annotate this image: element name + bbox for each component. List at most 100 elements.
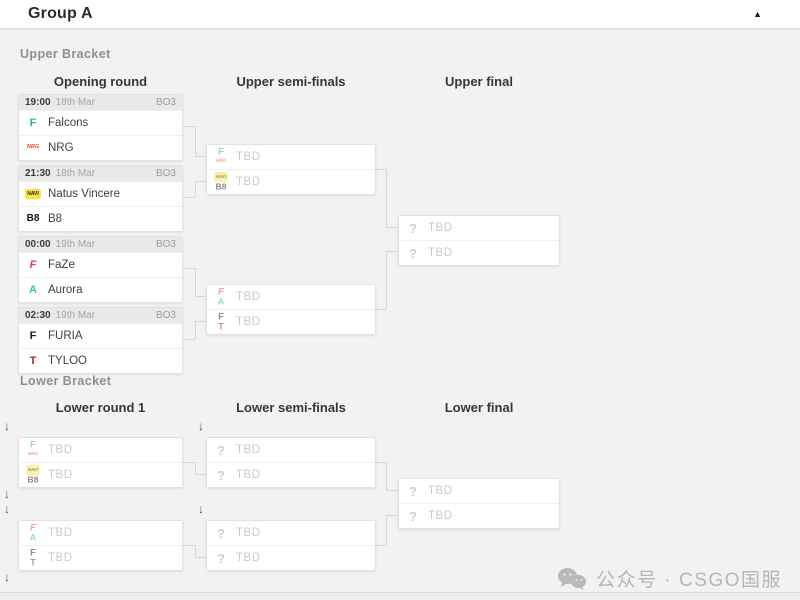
match-date: 18th Mar: [55, 168, 96, 179]
drop-down-arrow-icon: ↓: [4, 419, 10, 433]
team-row-tbd[interactable]: ? TBD: [399, 216, 559, 240]
match-card-lower-r1-1[interactable]: F NRG TBD NAVI B8 TBD: [18, 437, 183, 488]
watermark: 公众号 · CSGO国服: [557, 565, 782, 592]
team-row-tbd[interactable]: F NRG TBD: [207, 145, 375, 169]
drop-down-arrow-icon: ↓: [4, 570, 10, 584]
bracket-connector: [376, 462, 386, 463]
team-name: FaZe: [48, 259, 75, 271]
match-format: BO3: [155, 310, 176, 321]
match-format: BO3: [155, 168, 176, 179]
falcons-logo-icon: F: [29, 116, 37, 129]
tbd-label: TBD: [236, 527, 261, 539]
team-row-tbd[interactable]: F NRG TBD: [19, 438, 182, 462]
match-date: 19th Mar: [55, 239, 96, 250]
faze-logo-icon: F: [29, 258, 37, 271]
bracket-connector: [183, 545, 195, 546]
navi-logo-icon: NAVI: [26, 464, 40, 476]
team-name: TYLOO: [48, 355, 87, 367]
team-row[interactable]: NRG NRG: [19, 135, 182, 160]
match-card-lower-semi-1[interactable]: ? TBD ? TBD: [206, 437, 376, 488]
match-card-lower-r1-2[interactable]: F A TBD F T TBD: [18, 520, 183, 571]
team-row[interactable]: F Falcons: [19, 110, 182, 135]
bracket-connector: [183, 462, 195, 463]
possible-teams-icons: F A: [213, 287, 229, 307]
match-date: 18th Mar: [55, 97, 96, 108]
team-row-tbd[interactable]: ? TBD: [207, 545, 375, 570]
match-card-lower-semi-2[interactable]: ? TBD ? TBD: [206, 520, 376, 571]
match-date: 19th Mar: [55, 310, 96, 321]
faze-logo-icon: F: [218, 286, 224, 297]
team-row-tbd[interactable]: NAVI B8 TBD: [19, 462, 182, 487]
bracket-connector: [183, 339, 195, 340]
team-row-tbd[interactable]: ? TBD: [207, 438, 375, 462]
tbd-label: TBD: [236, 316, 261, 328]
possible-teams-icons: F A: [25, 523, 41, 543]
bracket-connector: [376, 169, 386, 170]
match-time: 00:00: [25, 239, 51, 250]
bracket-connector: [195, 474, 206, 475]
furia-logo-icon: F: [29, 329, 37, 342]
match-card-upper-semi-2[interactable]: F A TBD F T TBD: [206, 284, 376, 335]
bottom-strip: [0, 592, 800, 600]
match-header: 02:30 19th Mar BO3: [19, 308, 182, 323]
team-row-tbd[interactable]: ? TBD: [207, 462, 375, 487]
tbd-label: TBD: [428, 247, 453, 259]
match-header: 21:30 18th Mar BO3: [19, 166, 182, 181]
match-card-upper-opening-4[interactable]: 02:30 19th Mar BO3 F FURIA T TYLOO: [18, 307, 183, 374]
question-mark-icon: ?: [217, 442, 225, 458]
lower-bracket-label: Lower Bracket: [20, 374, 112, 388]
collapse-caret-icon[interactable]: ▲: [753, 9, 762, 19]
column-header-opening-round: Opening round: [53, 74, 148, 89]
team-row-tbd[interactable]: ? TBD: [207, 521, 375, 545]
team-row-tbd[interactable]: ? TBD: [399, 503, 559, 528]
team-row-tbd[interactable]: F A TBD: [207, 285, 375, 309]
question-mark-icon: ?: [217, 550, 225, 566]
bracket-connector: [195, 462, 196, 474]
match-card-upper-opening-2[interactable]: 21:30 18th Mar BO3 NAVI Natus Vincere B8…: [18, 165, 183, 232]
match-format: BO3: [155, 97, 176, 108]
team-row-tbd[interactable]: ? TBD: [399, 479, 559, 503]
team-row[interactable]: A Aurora: [19, 277, 182, 302]
navi-logo-icon: NAVI: [214, 171, 228, 183]
bracket-connector: [386, 515, 387, 545]
group-header[interactable]: Group A ▲: [0, 0, 800, 30]
team-row-tbd[interactable]: ? TBD: [399, 240, 559, 265]
nrg-logo-icon: NRG: [26, 144, 40, 151]
bracket-connector: [195, 321, 206, 322]
match-card-upper-opening-3[interactable]: 00:00 19th Mar BO3 F FaZe A Aurora: [18, 236, 183, 303]
question-mark-icon: ?: [409, 245, 417, 261]
team-row-tbd[interactable]: F A TBD: [19, 521, 182, 545]
bracket-connector: [195, 545, 196, 557]
furia-logo-icon: F: [218, 311, 224, 322]
match-card-upper-semi-1[interactable]: F NRG TBD NAVI B8 TBD: [206, 144, 376, 195]
bracket-connector: [386, 251, 398, 252]
match-time: 21:30: [25, 168, 51, 179]
team-row[interactable]: F FURIA: [19, 323, 182, 348]
faze-logo-icon: F: [30, 522, 36, 533]
bracket-connector: [386, 490, 398, 491]
match-card-upper-final[interactable]: ? TBD ? TBD: [398, 215, 560, 266]
team-row[interactable]: T TYLOO: [19, 348, 182, 373]
team-row[interactable]: F FaZe: [19, 252, 182, 277]
team-row[interactable]: B8 B8: [19, 206, 182, 231]
match-card-lower-final[interactable]: ? TBD ? TBD: [398, 478, 560, 529]
bracket-connector: [195, 126, 196, 156]
team-row[interactable]: NAVI Natus Vincere: [19, 181, 182, 206]
b8-logo-icon: B8: [26, 213, 40, 224]
bracket-connector: [195, 268, 196, 296]
upper-bracket-label: Upper Bracket: [20, 47, 111, 61]
match-time: 02:30: [25, 310, 51, 321]
team-row-tbd[interactable]: F T TBD: [207, 309, 375, 334]
possible-teams-icons: F NRG: [25, 440, 41, 460]
nrg-logo-icon: NRG: [215, 158, 227, 164]
team-name: Natus Vincere: [48, 188, 121, 200]
match-card-upper-opening-1[interactable]: 19:00 18th Mar BO3 F Falcons NRG NRG: [18, 94, 183, 161]
column-header-lower-semi-finals: Lower semi-finals: [236, 400, 346, 415]
tbd-label: TBD: [48, 527, 73, 539]
team-row-tbd[interactable]: F T TBD: [19, 545, 182, 570]
tyloo-logo-icon: T: [218, 321, 224, 332]
team-row-tbd[interactable]: NAVI B8 TBD: [207, 169, 375, 194]
bracket-connector: [195, 181, 206, 182]
tbd-label: TBD: [48, 469, 73, 481]
